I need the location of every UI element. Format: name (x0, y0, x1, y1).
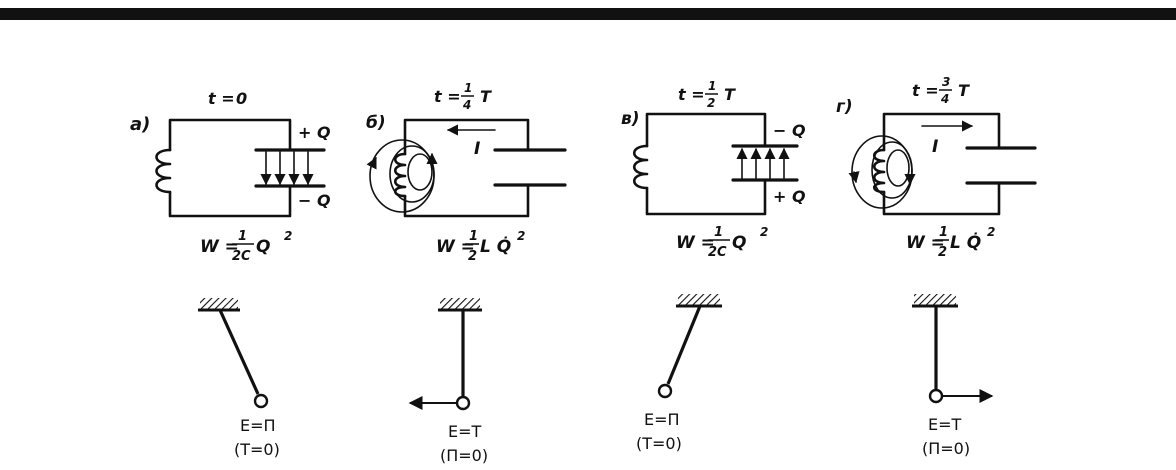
panel-c-energy-den: 2C (708, 245, 727, 260)
panel-c-pendulum-bob (657, 383, 673, 399)
panel-d-caption-top: E=T (928, 415, 962, 434)
panel-a-charge-top: + Q (298, 123, 331, 142)
panel-d-coil (872, 148, 886, 194)
panel-b-caption-top: E=T (448, 422, 482, 441)
panel-d-time-num: 3 (942, 75, 950, 89)
panel-b-circuit-wire (403, 118, 530, 218)
panel-d-energy-num: 1 (939, 225, 948, 240)
panel-a-energy-rhs: Q (256, 237, 270, 257)
panel-d-magnetic-field-lines (848, 135, 916, 209)
panel-d-energy-rhs: L Q̇ (950, 232, 981, 253)
panel-c-energy-formula: W = 1 2C Q 2 (676, 225, 768, 260)
panel-b-magnetic-field-lines (366, 139, 438, 213)
panel-d-energy-den: 2 (938, 245, 947, 260)
panel-b-time: t = 1 4 T (434, 81, 492, 112)
panel-d-current-label: I (932, 137, 938, 157)
panel-a-coil (155, 148, 172, 194)
panel-c-pendulum-support (678, 294, 720, 306)
panel-b-pendulum: E=T (Π=0) (408, 298, 488, 465)
panel-c-circuit-wire (645, 112, 767, 216)
panel-b-energy-rhs: L Q̇ (480, 236, 511, 257)
panel-a-energy-sup: 2 (284, 229, 292, 243)
panel-d-circuit-wire (882, 112, 1001, 216)
panel-c-time-value: T (724, 85, 736, 104)
panel-d-pendulum: E=T (Π=0) (912, 294, 994, 458)
panel-c-energy-lhs: W = (676, 233, 715, 253)
panel-d-time-value: T (958, 81, 970, 100)
panel-a-field-arrows (260, 151, 314, 186)
panel-d-energy-lhs: W = (906, 233, 945, 253)
panel-a-pendulum-rod (218, 309, 260, 395)
panel-b-coil (393, 152, 407, 198)
panel-c-pendulum-rod (666, 305, 702, 385)
panel-c-caption-top: E=Π (644, 410, 680, 429)
panel-a-caption-top: E=Π (240, 416, 276, 435)
panel-a-time: t = 0 (208, 89, 247, 108)
panel-c-field-arrows (736, 147, 790, 179)
panel-c-charge-bottom: + Q (773, 187, 806, 206)
panel-b-energy-lhs: W = (436, 237, 475, 257)
panel-a-pendulum: E=Π (T=0) (198, 298, 280, 459)
panel-b-time-num: 1 (464, 81, 472, 95)
panel-a: а) t = 0 + Q − Q W = 1 2C Q 2 (130, 89, 331, 459)
panel-b: б) t = 1 4 T I W = 1 2 L Q̇ 2 (366, 81, 567, 465)
panel-b-energy-num: 1 (469, 229, 478, 244)
panel-b-caption-bottom: (Π=0) (440, 446, 488, 465)
panel-c-time-prefix: t = (678, 85, 705, 104)
panel-a-pendulum-bob (253, 393, 269, 409)
panel-c-charge-top: − Q (773, 121, 806, 140)
panel-d-pendulum-support (914, 294, 956, 306)
panel-a-energy-formula: W = 1 2C Q 2 (200, 229, 292, 264)
panel-b-current-label: I (474, 139, 480, 159)
panel-d-time-den: 4 (940, 92, 949, 106)
panel-a-energy-den: 2C (232, 249, 251, 264)
panel-c: в) t = 1 2 T − Q + Q W = 1 2C Q 2 (621, 79, 806, 453)
panel-c-time: t = 1 2 T (678, 79, 736, 110)
panel-b-pendulum-support (440, 298, 480, 310)
panel-d: г) t = 3 4 T I W = 1 2 L Q̇ 2 (836, 75, 1037, 458)
panel-b-time-den: 4 (462, 98, 471, 112)
panel-a-letter: а) (130, 114, 150, 135)
panel-d-letter: г) (836, 97, 853, 117)
panel-a-time-prefix: t = (208, 89, 235, 108)
panel-c-time-num: 1 (708, 79, 716, 93)
panel-c-letter: в) (621, 109, 640, 129)
panel-a-charge-bottom: − Q (298, 191, 331, 210)
panel-a-pendulum-support (200, 298, 238, 310)
panel-d-time: t = 3 4 T (912, 75, 970, 106)
panel-c-caption-bottom: (T=0) (636, 434, 682, 453)
panel-c-energy-rhs: Q (732, 233, 746, 253)
panel-b-energy-den: 2 (468, 249, 477, 264)
panel-c-pendulum: E=Π (T=0) (636, 294, 722, 453)
panel-a-circuit-wire (168, 118, 292, 218)
panel-d-energy-formula: W = 1 2 L Q̇ 2 (906, 225, 995, 260)
panel-a-energy-num: 1 (238, 229, 247, 244)
panel-b-pendulum-bob (455, 395, 471, 411)
panel-b-letter: б) (366, 113, 386, 133)
top-rule (0, 8, 1176, 20)
panel-a-caption-bottom: (T=0) (234, 440, 280, 459)
panel-b-time-value: T (480, 87, 492, 106)
panel-b-energy-sup: 2 (517, 229, 525, 243)
panel-d-time-prefix: t = (912, 81, 939, 100)
panel-d-caption-bottom: (Π=0) (922, 439, 970, 458)
panel-a-energy-lhs: W = (200, 237, 239, 257)
panel-d-pendulum-bob (928, 388, 944, 404)
panel-d-energy-sup: 2 (987, 225, 995, 239)
panel-c-energy-num: 1 (714, 225, 723, 240)
panel-c-time-den: 2 (707, 96, 715, 110)
panel-b-energy-formula: W = 1 2 L Q̇ 2 (436, 229, 525, 264)
panel-c-energy-sup: 2 (760, 225, 768, 239)
panel-b-time-prefix: t = (434, 87, 461, 106)
panel-c-coil (633, 144, 649, 190)
panel-a-time-value: 0 (236, 89, 247, 108)
